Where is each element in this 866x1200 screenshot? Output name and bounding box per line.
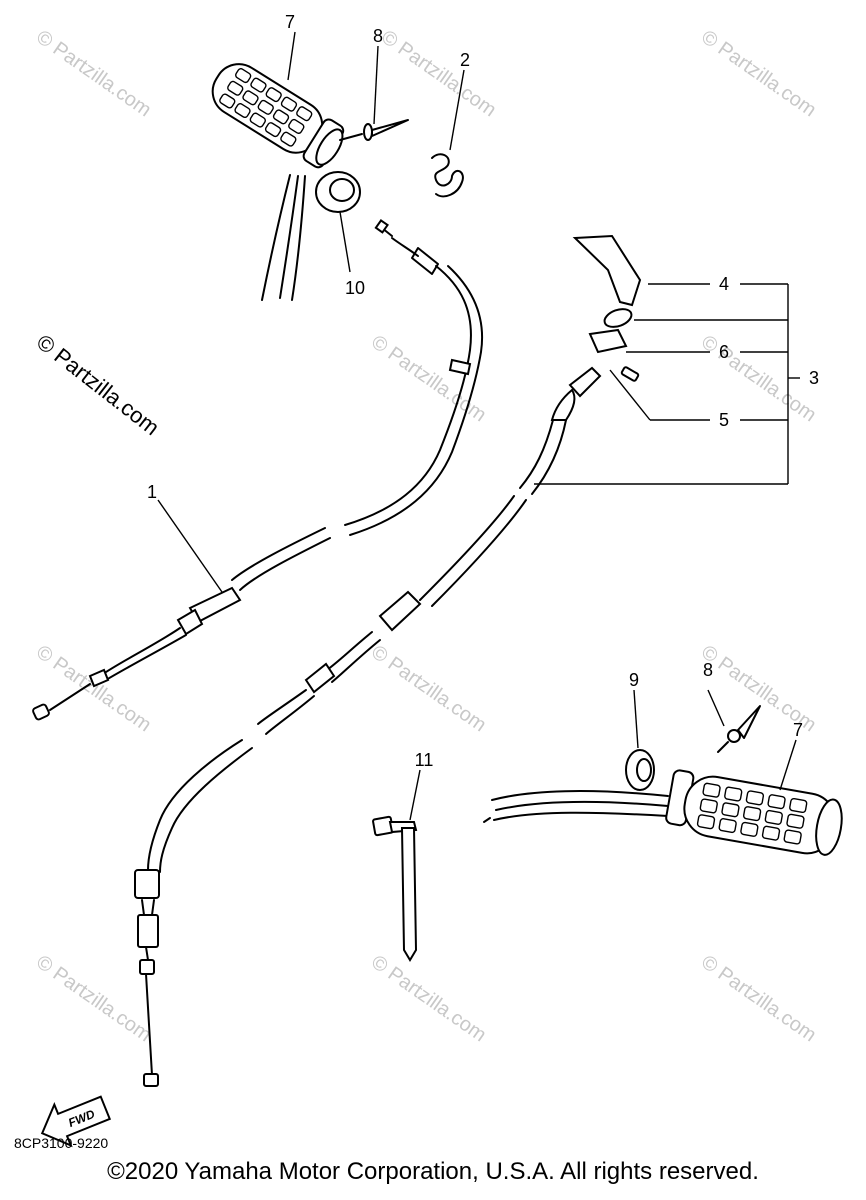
- screw-top: [339, 45, 409, 141]
- copyright-notice: ©2020 Yamaha Motor Corporation, U.S.A. A…: [107, 1158, 759, 1185]
- fwd-arrow: FWD: [40, 1095, 112, 1148]
- screw-bottom: [707, 689, 761, 753]
- callout-6: 6: [719, 342, 729, 362]
- callout-2: 2: [460, 50, 470, 70]
- callout-9: 9: [629, 670, 639, 690]
- callout-4: 4: [719, 274, 729, 294]
- callout-10: 10: [345, 278, 365, 298]
- watermark: © Partzilla.com: [32, 26, 155, 121]
- cable-3: [134, 234, 651, 1087]
- callout-8-top: 8: [373, 26, 383, 46]
- callout-11: 11: [415, 750, 434, 770]
- watermark: © Partzilla.com: [377, 26, 500, 121]
- watermark: © Partzilla.com: [367, 331, 490, 426]
- diagram-code: 8CP3100-9220: [14, 1135, 108, 1151]
- watermark: © Partzilla.com: [32, 641, 155, 736]
- watermark: © Partzilla.com: [697, 331, 820, 426]
- cable-1: [32, 219, 484, 721]
- callout-7-bottom: 7: [793, 720, 803, 740]
- watermark: © Partzilla.com: [697, 26, 820, 121]
- callout-1: 1: [147, 482, 157, 502]
- callout-8-bottom: 8: [703, 660, 713, 680]
- bracket-3: [534, 283, 800, 485]
- cable-tie: [372, 769, 421, 962]
- grip-left: [211, 31, 345, 301]
- collar-bottom: [625, 689, 655, 791]
- callout-5: 5: [719, 410, 729, 430]
- watermark: © Partzilla.com: [697, 951, 820, 1046]
- watermark-dark: © Partzilla.com: [32, 329, 164, 440]
- callout-3: 3: [809, 368, 819, 388]
- watermark: © Partzilla.com: [367, 641, 490, 736]
- watermark: © Partzilla.com: [32, 951, 155, 1046]
- collar-top: [315, 171, 361, 273]
- clip: [431, 69, 465, 198]
- callout-group: 7 8 2 10 4 6 3 5 1 9 8 7 11: [147, 12, 819, 770]
- grip-right: [483, 739, 843, 856]
- callout-7-top: 7: [285, 12, 295, 32]
- watermark: © Partzilla.com: [367, 951, 490, 1046]
